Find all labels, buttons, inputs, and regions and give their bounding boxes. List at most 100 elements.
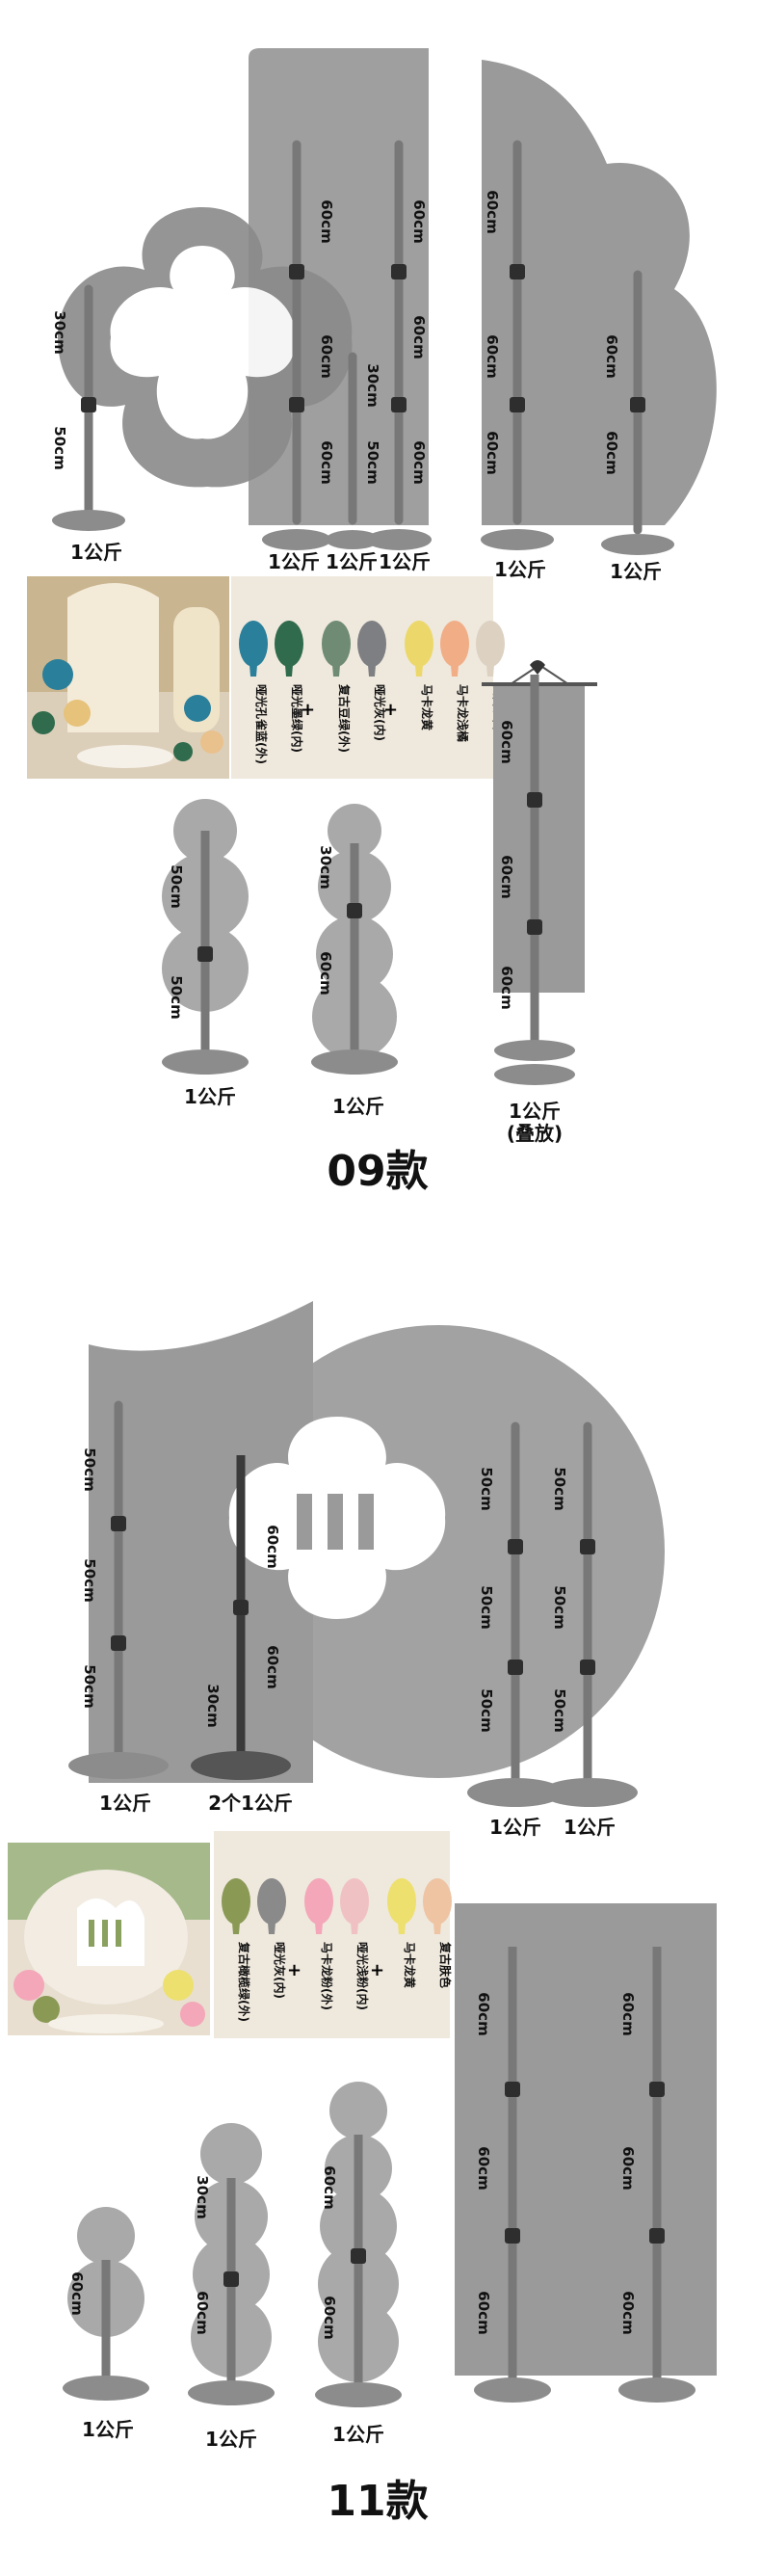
balloon-chip: 哑光灰(内): [257, 1878, 287, 1999]
measure-label: 60cm: [318, 334, 335, 378]
balloon-chip: 哑光墨绿(内): [275, 621, 304, 753]
balloon-panel-09: 哑光孔雀蓝(外)哑光墨绿(内)复古豆绿(外)哑光灰(内)马卡龙黄马卡龙浅橘复古沙…: [231, 576, 506, 779]
plus-icon: +: [383, 700, 398, 720]
balloon-columns-09: [162, 660, 597, 1085]
plus-icon: +: [301, 700, 315, 720]
measure-label: 50cm: [81, 1664, 98, 1708]
balloon-name: 哑光孔雀蓝(外): [254, 684, 269, 764]
balloon-chip: 马卡龙浅橘: [440, 621, 470, 742]
balloon-neck: [486, 665, 494, 677]
balloon-swatch: [476, 621, 505, 667]
measure-label: 50cm: [364, 440, 381, 484]
measure-label: 60cm: [475, 2146, 492, 2190]
measure-label: 60cm: [484, 190, 501, 233]
weight-label: 1公斤: [489, 1816, 541, 1839]
balloon-swatch: [387, 1878, 416, 1925]
balloon-swatch: [257, 1878, 286, 1925]
balloon-neck: [451, 665, 459, 677]
window-bars-11: [297, 1494, 374, 1550]
weight-label: 1公斤: [205, 2428, 257, 2451]
balloon-name: 复古豆绿(外): [337, 683, 352, 753]
measure-label: 60cm: [484, 334, 501, 378]
balloon-neck: [351, 1923, 358, 1934]
weight-label: 1公斤: [332, 2423, 384, 2446]
weight-label: 1公斤: [564, 1816, 616, 1839]
measure-label: 30cm: [317, 845, 334, 889]
measure-label: 60cm: [475, 2291, 492, 2334]
measure-label: 50cm: [81, 1447, 98, 1491]
measure-label: 50cm: [168, 975, 185, 1019]
balloon-neck: [368, 665, 376, 677]
balloon-chip: 哑光浅粉(内): [340, 1878, 370, 2010]
balloon-name: 复古橄榄绿(外): [237, 1941, 251, 2022]
measure-label: 50cm: [81, 1558, 98, 1602]
set-09: 30cm 50cm 60cm 60cm 60cm 30cm 50cm 60cm …: [27, 48, 717, 1196]
weight-label: 1公斤: [99, 1792, 151, 1815]
measure-label: 60cm: [410, 440, 428, 484]
weight-label: 1公斤: [494, 558, 546, 581]
measure-label: 50cm: [478, 1467, 495, 1510]
scene-photo-09: [27, 576, 229, 779]
weights-11-row2: 1公斤 1公斤 1公斤: [82, 2418, 384, 2451]
balloon-swatch: [423, 1878, 452, 1925]
measure-label: 60cm: [475, 1992, 492, 2035]
balloon-name: 复古肤色: [438, 1941, 453, 1988]
balloon-neck: [249, 665, 257, 677]
measure-label: 60cm: [194, 2291, 211, 2334]
scene-photo-11: [8, 1843, 210, 2035]
flower-frame-09: [58, 207, 353, 488]
balloon-name: 马卡龙黄: [403, 1942, 417, 1988]
weight-label: 1公斤: [82, 2418, 134, 2441]
measure-label: 60cm: [603, 431, 620, 474]
plus-icon: +: [370, 1960, 384, 1980]
measure-label: 60cm: [410, 315, 428, 359]
balloon-name: 哑光灰(内): [273, 1942, 287, 1999]
set-title-09: 09款: [327, 1147, 428, 1196]
weights-09-row2: 1公斤 1公斤 1公斤 (叠放): [184, 1085, 563, 1145]
cloud-panel-09: [482, 60, 717, 525]
measure-label: 50cm: [551, 1585, 568, 1629]
balloon-swatch: [340, 1878, 369, 1925]
balloon-name: 马卡龙粉(外): [320, 1942, 334, 2010]
balloon-name: 哑光浅粉(内): [355, 1942, 370, 2010]
measure-label: 60cm: [318, 440, 335, 484]
measure-label: 60cm: [264, 1645, 281, 1688]
measure-label: 60cm: [619, 2291, 637, 2334]
weight-label: 1公斤: [332, 1095, 384, 1118]
measure-label: 30cm: [51, 310, 68, 354]
balloon-swatch: [440, 621, 469, 667]
set-11: 50cm 50cm 50cm 60cm 60cm 30cm 50cm 50cm …: [8, 1301, 717, 2526]
measure-label: 50cm: [551, 1467, 568, 1510]
balloon-neck: [315, 1923, 323, 1934]
weight-label: 1公斤: [379, 550, 431, 573]
measure-label: 60cm: [498, 855, 515, 898]
bases-11: [68, 1751, 638, 1807]
balloon-name: 哑光墨绿(内): [290, 684, 304, 753]
balloon-neck: [415, 665, 423, 677]
measure-label: 50cm: [478, 1688, 495, 1732]
balloon-swatch: [357, 621, 386, 667]
balloon-swatch: [239, 621, 268, 667]
balloon-swatch: [222, 1878, 250, 1925]
measure-label: 60cm: [317, 951, 334, 995]
weight-label: 1公斤: [509, 1100, 561, 1123]
balloon-neck: [332, 665, 340, 677]
balloon-swatch: [275, 621, 303, 667]
measure-label: 60cm: [619, 1992, 637, 2035]
measure-label: 60cm: [603, 334, 620, 378]
balloon-neck: [433, 1923, 441, 1934]
balloon-chip: 哑光灰(内): [357, 621, 387, 741]
measure-label: 50cm: [551, 1688, 568, 1732]
balloon-swatch: [322, 621, 351, 667]
measure-label: 60cm: [498, 720, 515, 763]
balloon-panel-11: 复古橄榄绿(外) 哑光灰(内) 马卡龙粉(外) 哑光浅粉(内) 马卡龙黄 复古肤色 + +: [214, 1831, 453, 2038]
balloon-swatch: [304, 1878, 333, 1925]
measures-09-bottom: 50cm 50cm 30cm 60cm 60cm 60cm 60cm: [168, 720, 515, 1019]
measure-label: 30cm: [204, 1684, 222, 1727]
measure-label: 30cm: [194, 2175, 211, 2218]
balloon-swatch: [405, 621, 433, 667]
set-title-11: 11款: [327, 2477, 428, 2526]
plus-icon: +: [287, 1960, 302, 1980]
weight-label: 1公斤: [326, 550, 378, 573]
